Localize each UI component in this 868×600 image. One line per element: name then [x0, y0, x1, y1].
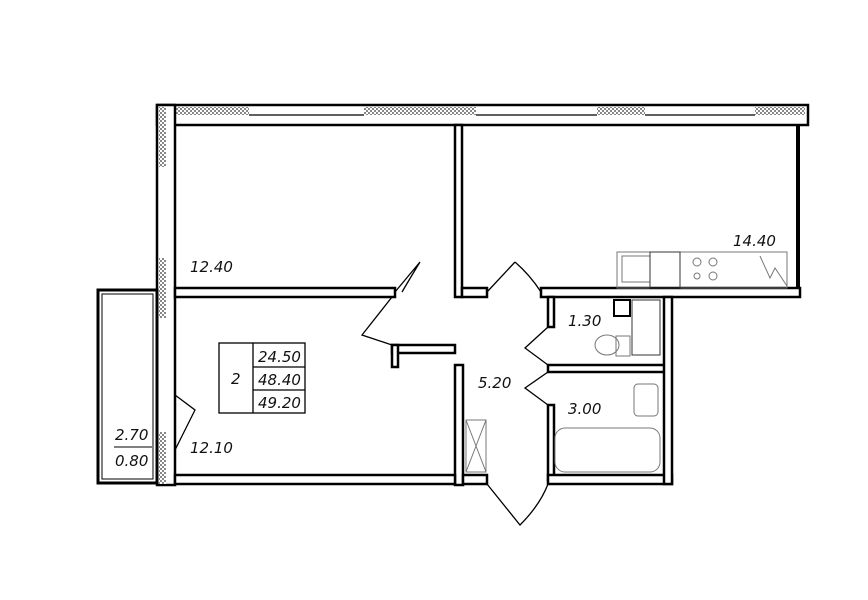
bathtub-icon [554, 427, 661, 473]
balcony-area: 2.70 [115, 426, 148, 444]
interior-walls [173, 123, 802, 487]
exterior-wall-right [796, 125, 800, 297]
doors [174, 261, 549, 526]
living-area: 24.50 [258, 348, 301, 366]
room-area-bathroom: 3.00 [568, 400, 601, 418]
exterior-wall-left [155, 103, 177, 487]
ventilation-shaft [465, 419, 487, 473]
room-area-bedroom-2: 12.10 [190, 439, 233, 457]
kitchen-counter [616, 251, 788, 289]
room-area-kitchen: 14.40 [733, 232, 776, 250]
rooms-count: 2 [231, 370, 241, 388]
total-area-with-balcony: 49.20 [258, 394, 301, 412]
toilet-icon [594, 334, 620, 356]
fridge-icon [649, 251, 681, 289]
room-area-toilet: 1.30 [568, 312, 601, 330]
exterior-wall-top [155, 103, 810, 127]
area-summary-table: 2 24.50 48.40 49.20 [218, 342, 306, 414]
room-area-bedroom-1: 12.40 [190, 258, 233, 276]
balcony: 2.70 0.80 [96, 288, 159, 485]
sink-icon [621, 255, 651, 283]
balcony-reduced-area: 0.80 [115, 452, 148, 470]
total-area: 48.40 [258, 371, 301, 389]
bathroom-fixtures [465, 299, 661, 473]
room-area-hallway: 5.20 [478, 374, 511, 392]
stove-icon [692, 257, 702, 267]
washbasin-icon [633, 383, 659, 417]
